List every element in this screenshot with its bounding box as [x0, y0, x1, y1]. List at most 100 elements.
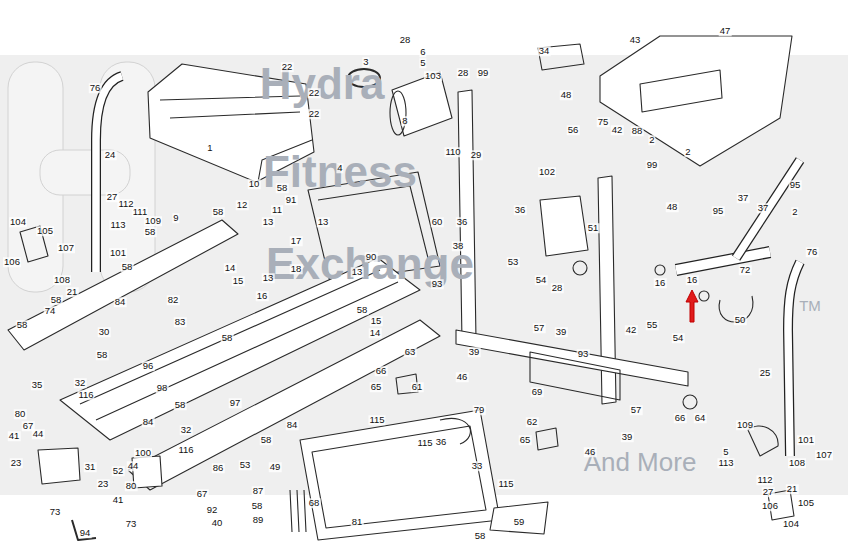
callout-number: 18 — [290, 264, 303, 274]
callout-number: 58 — [276, 183, 289, 193]
callout-number: 58 — [174, 400, 187, 410]
callout-number: 39 — [555, 327, 568, 337]
callout-number: 59 — [513, 517, 526, 527]
callout-number: 86 — [212, 463, 225, 473]
callout-number: 58 — [50, 295, 63, 305]
callout-number: 28 — [399, 35, 412, 45]
callout-number: 44 — [127, 461, 140, 471]
callout-number: 106 — [761, 501, 779, 511]
callout-number: 58 — [251, 501, 264, 511]
callout-number: 23 — [97, 479, 110, 489]
callout-number: 37 — [737, 193, 750, 203]
callout-number: 107 — [815, 450, 833, 460]
callout-number: 99 — [646, 160, 659, 170]
callout-number: 2 — [791, 207, 798, 217]
callout-number: 47 — [719, 26, 732, 36]
callout-number: 110 — [444, 147, 461, 157]
callout-number: 44 — [32, 429, 45, 439]
callout-number: 1 — [206, 143, 213, 153]
callout-number: 46 — [456, 372, 469, 382]
callout-number: 109 — [736, 420, 754, 430]
callout-number: 16 — [686, 275, 699, 285]
watermark-text: Hydra — [260, 62, 385, 106]
callout-number: 112 — [756, 475, 773, 485]
callout-number: 58 — [221, 333, 234, 343]
callout-number: 87 — [252, 486, 265, 496]
callout-number: 58 — [356, 305, 369, 315]
callout-number: 36 — [456, 217, 469, 227]
callout-number: 65 — [519, 435, 532, 445]
callout-number: 48 — [560, 90, 573, 100]
callout-number: 109 — [144, 216, 162, 226]
callout-number: 105 — [797, 498, 815, 508]
callout-number: 39 — [468, 347, 481, 357]
callout-number: 5 — [419, 58, 426, 68]
callout-number: 95 — [712, 206, 725, 216]
callout-number: 21 — [786, 484, 799, 494]
callout-number: 21 — [66, 287, 79, 297]
watermark-tagline: And More — [584, 449, 697, 475]
callout-number: 73 — [125, 519, 138, 529]
callout-number: 115 — [497, 479, 514, 489]
callout-number: 12 — [236, 200, 249, 210]
callout-number: 101 — [109, 248, 127, 258]
callout-number: 58 — [474, 531, 487, 541]
callout-number: 14 — [369, 328, 382, 338]
callout-number: 14 — [224, 263, 237, 273]
callout-number: 52 — [112, 466, 125, 476]
callout-number: 57 — [630, 405, 643, 415]
callout-number: 6 — [419, 47, 426, 57]
callout-number: 82 — [167, 295, 180, 305]
callout-number: 99 — [477, 68, 490, 78]
callout-number: 113 — [717, 458, 734, 468]
callout-number: 25 — [759, 368, 772, 378]
callout-number: 11 — [271, 205, 283, 215]
callout-number: 24 — [104, 150, 117, 160]
callout-number: 113 — [109, 220, 126, 230]
callout-number: 56 — [567, 125, 580, 135]
callout-number: 108 — [788, 458, 806, 468]
callout-number: 13 — [317, 217, 330, 227]
callout-number: 58 — [16, 320, 29, 330]
callout-number: 107 — [57, 243, 75, 253]
callout-number: 58 — [121, 262, 134, 272]
callout-number: 31 — [84, 462, 97, 472]
callout-number: 104 — [782, 519, 800, 529]
callout-number: 58 — [96, 350, 109, 360]
callout-number: 39 — [621, 432, 634, 442]
callout-number: 97 — [229, 398, 242, 408]
callout-number: 88 — [631, 126, 644, 136]
callout-number: 90 — [365, 252, 378, 262]
watermark-logo — [8, 62, 155, 292]
callout-number: 35 — [31, 380, 44, 390]
callout-number: 17 — [290, 236, 303, 246]
callout-number: 80 — [125, 481, 138, 491]
callout-number: 41 — [8, 431, 21, 441]
callout-number: 2 — [684, 147, 691, 157]
callout-number: 23 — [10, 458, 23, 468]
callout-number: 84 — [286, 420, 299, 430]
callout-number: 33 — [471, 461, 484, 471]
callout-number: 41 — [112, 495, 125, 505]
callout-number: 66 — [674, 413, 687, 423]
callout-number: 13 — [262, 217, 275, 227]
callout-number: 115 — [416, 438, 433, 448]
highlight-arrow — [686, 290, 698, 322]
callout-number: 53 — [507, 257, 520, 267]
callout-number: 115 — [368, 415, 385, 425]
callout-number: 108 — [53, 275, 71, 285]
callout-number: 67 — [196, 489, 209, 499]
callout-number: 64 — [694, 413, 707, 423]
callout-number: 16 — [654, 278, 667, 288]
callout-number: 66 — [375, 366, 388, 376]
callout-number: 48 — [666, 202, 679, 212]
callout-number: 42 — [625, 325, 638, 335]
callout-number: 36 — [514, 205, 527, 215]
callout-number: 91 — [285, 195, 298, 205]
callout-number: 81 — [351, 517, 364, 527]
callout-number: 105 — [36, 226, 54, 236]
callout-number: 8 — [401, 116, 408, 126]
callout-number: 36 — [435, 437, 448, 447]
trademark-mark: TM — [799, 298, 821, 313]
